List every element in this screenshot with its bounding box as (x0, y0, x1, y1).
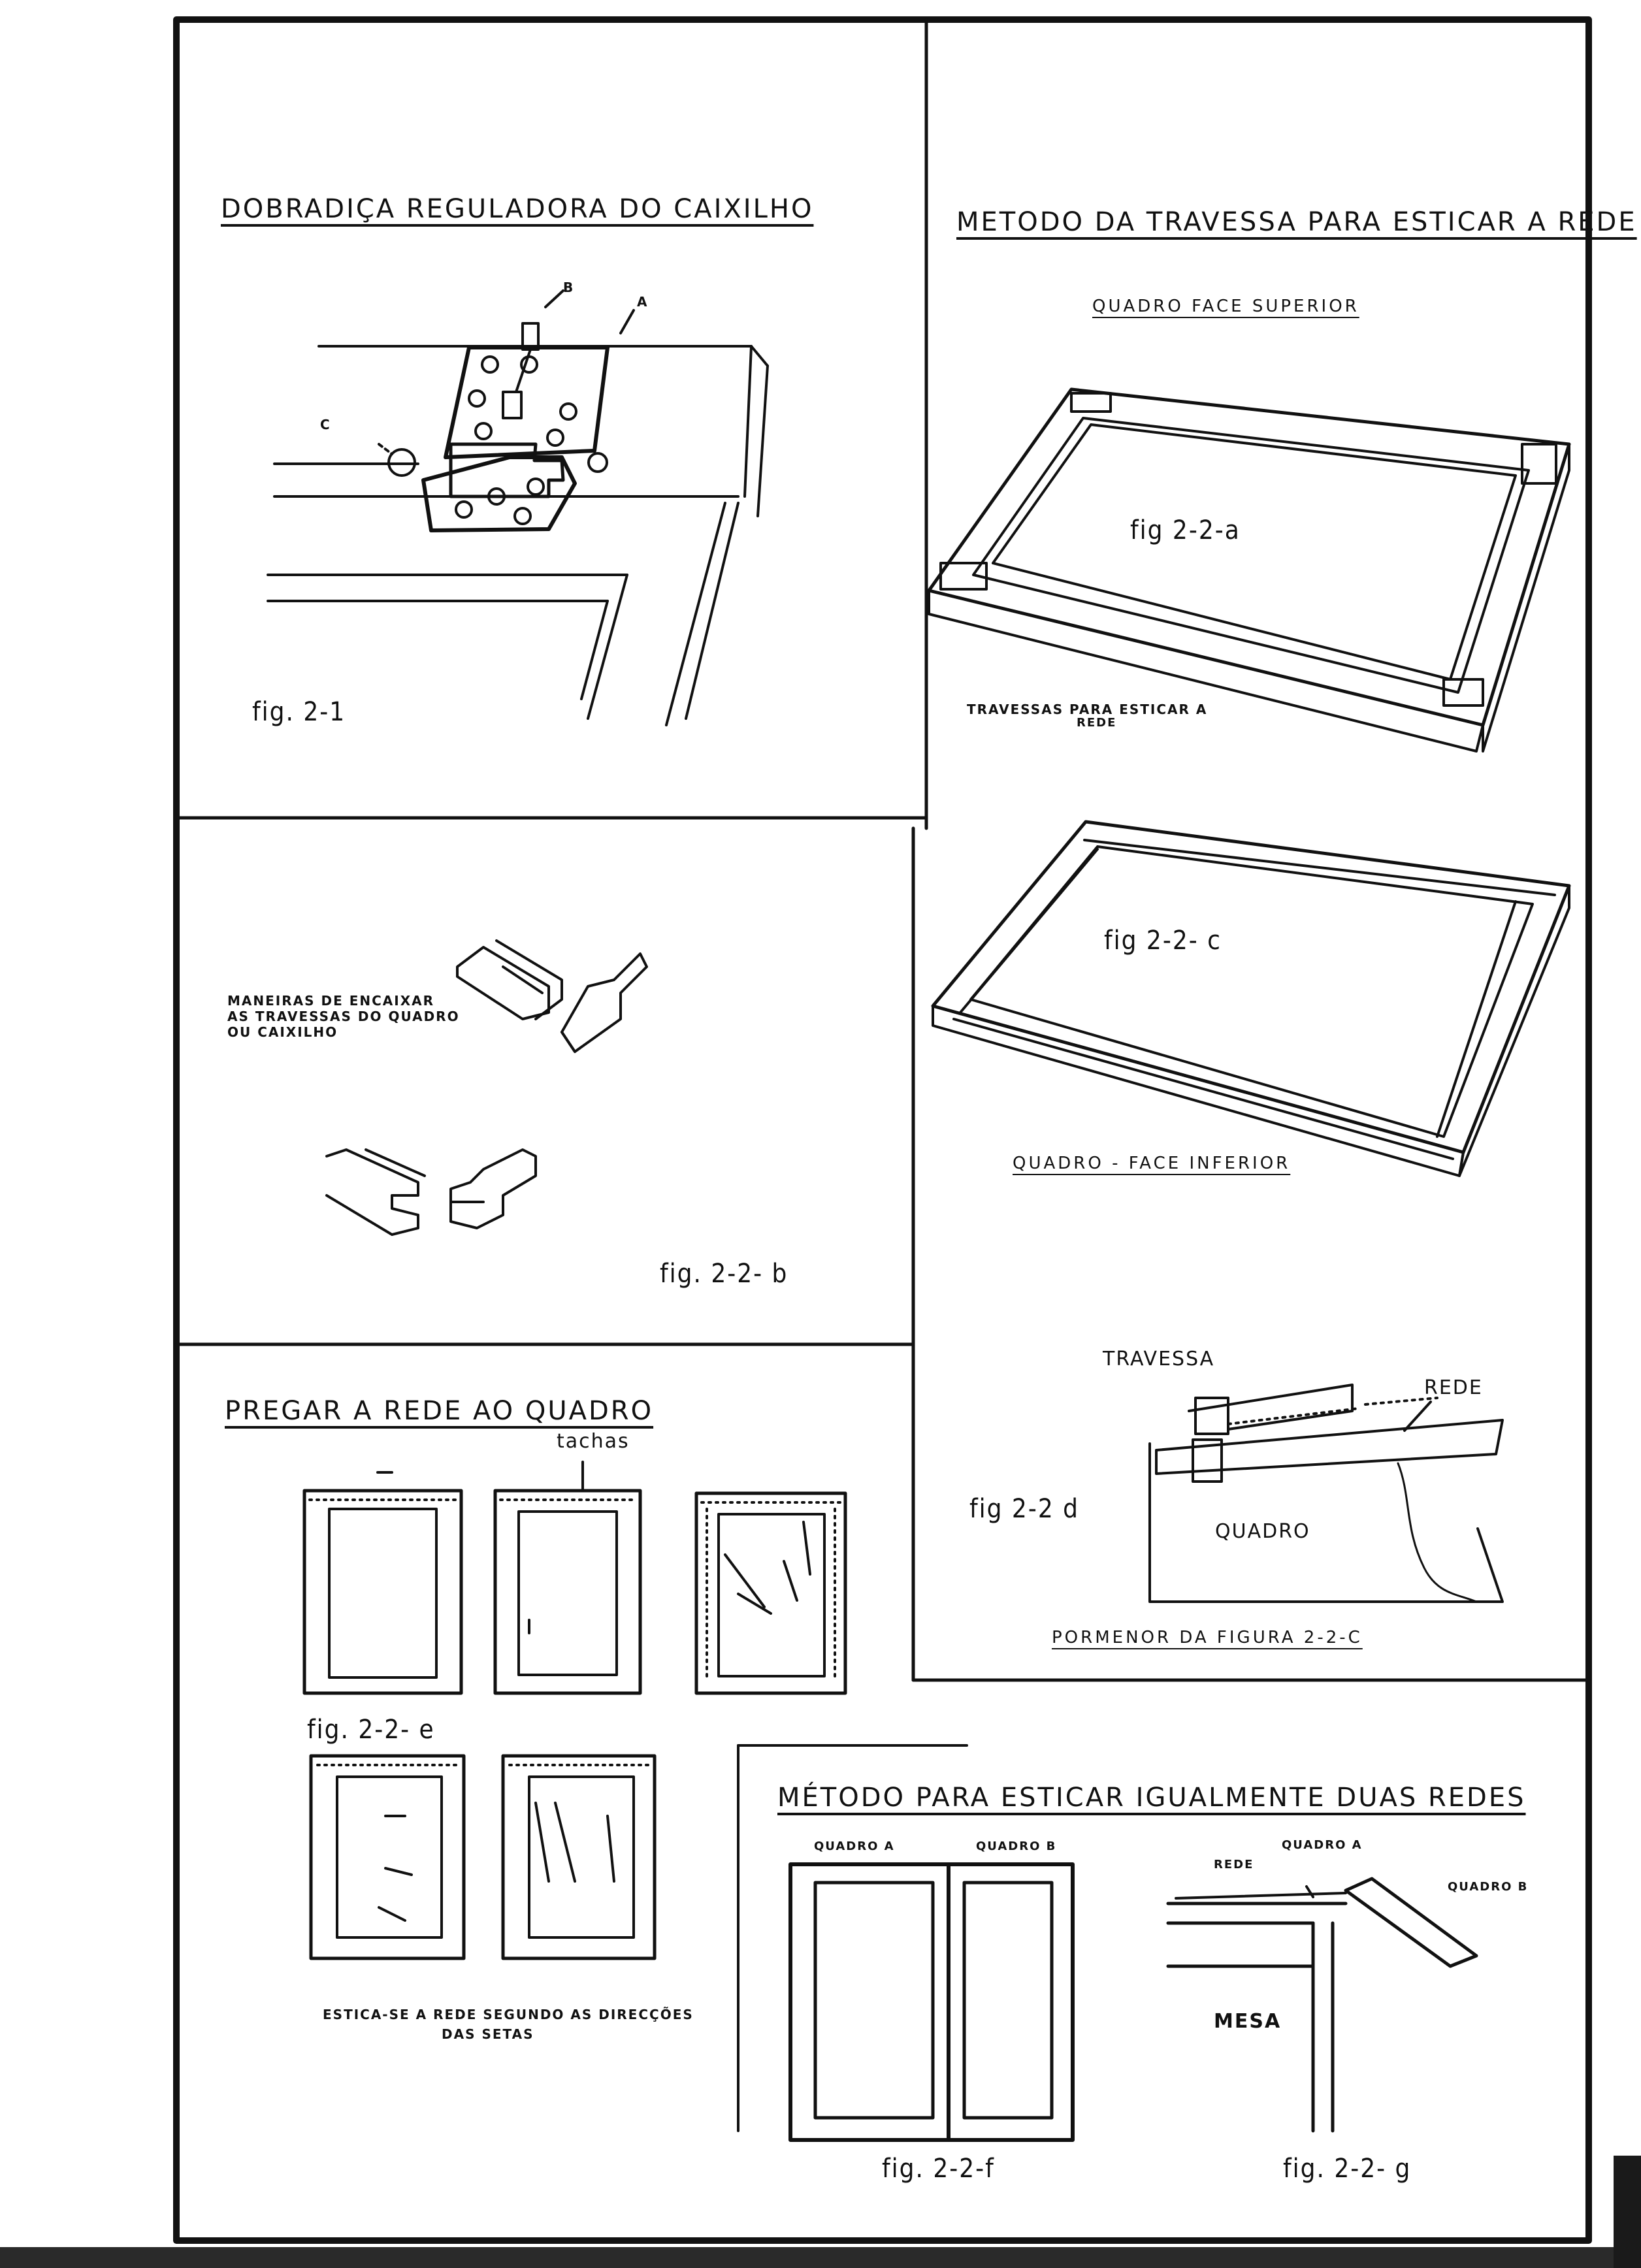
hinge-illustration (267, 289, 769, 726)
nailing-figure-caption: fig. 2-2- e (307, 1715, 435, 1745)
joints-figure-caption: fig. 2-2- b (660, 1259, 788, 1289)
nailing-title: PREGAR A REDE AO QUADRO (225, 1396, 654, 1426)
travessa-label: TRAVESSA (1103, 1348, 1215, 1370)
quadro-b-label: QUADRO B (976, 1839, 1057, 1853)
figure-2-2-f-caption: fig. 2-2-f (882, 2154, 995, 2184)
quadro-a-label: QUADRO A (814, 1839, 895, 1853)
two-frames (788, 1862, 1075, 2142)
figure-2-2-d-caption: fig 2-2 d (969, 1494, 1079, 1524)
bottom-face-label: QUADRO - FACE INFERIOR (1013, 1154, 1291, 1173)
mesa-label: MESA (1214, 2010, 1282, 2033)
tachas-label: tachas (557, 1430, 630, 1453)
nailing-note-line2: DAS SETAS (442, 2026, 534, 2042)
scan-right-edge (1614, 2156, 1641, 2268)
two-nets-title: MÉTODO PARA ESTICAR IGUALMENTE DUAS REDE… (777, 1783, 1526, 1813)
quadro-b-label-g: QUADRO B (1448, 1880, 1529, 1894)
joints-text-line2: AS TRAVESSAS DO QUADRO (227, 1009, 460, 1024)
hinge-label-c: C (320, 417, 331, 432)
crossbar-title: METODO DA TRAVESSA PARA ESTICAR A REDE (956, 207, 1637, 237)
joints-text-line3: OU CAIXILHO (227, 1024, 338, 1040)
rede-label-g: REDE (1214, 1858, 1254, 1871)
frame-top-face (927, 387, 1571, 753)
crossbar-detail (1148, 1384, 1504, 1603)
frame-bottom-face (931, 820, 1571, 1177)
rede-label: REDE (1424, 1376, 1483, 1399)
hinge-title: DOBRADIÇA REGULADORA DO CAIXILHO (221, 194, 814, 224)
hinge-figure-caption: fig. 2-1 (252, 697, 346, 727)
quadro-label: QUADRO (1215, 1520, 1310, 1543)
hinge-label-b: B (563, 280, 575, 295)
crossbars-label-rede: REDE (1077, 716, 1117, 730)
joint-illustrations (325, 939, 648, 1236)
page-border (173, 16, 1592, 2244)
figure-2-2-g-caption: fig. 2-2- g (1283, 2154, 1412, 2184)
crossbars-label: TRAVESSAS PARA ESTICAR A (967, 702, 1208, 717)
nailing-note-line1: ESTICA-SE A REDE SEGUNDO AS DIRECÇÕES (323, 2007, 694, 2022)
table-side-view (1166, 1877, 1478, 2133)
scan-bottom-edge (0, 2247, 1641, 2268)
top-face-label: QUADRO FACE SUPERIOR (1092, 297, 1359, 316)
detail-caption: PORMENOR DA FIGURA 2-2-C (1052, 1628, 1363, 1647)
figure-2-2-c-caption: fig 2-2- c (1104, 926, 1222, 956)
hinge-label-a: A (637, 294, 649, 310)
figure-2-2-a-caption: fig 2-2-a (1130, 515, 1241, 545)
nailing-frames (302, 1461, 847, 1960)
joints-text-line1: MANEIRAS DE ENCAIXAR (227, 993, 434, 1009)
quadro-a-label-g: QUADRO A (1282, 1838, 1363, 1852)
